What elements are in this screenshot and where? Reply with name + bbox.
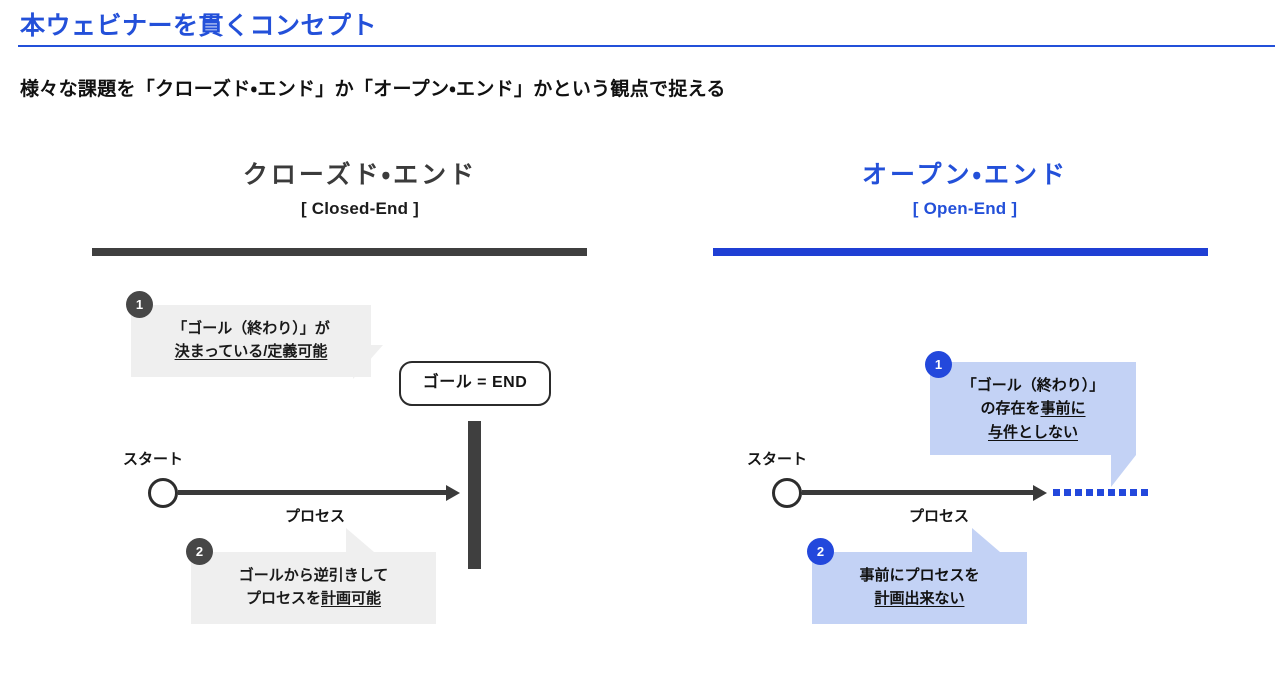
open-dotted-segment <box>1086 489 1093 496</box>
open-process-arrow-line <box>802 490 1035 495</box>
open-callout-2-line-2: 計画出来ない <box>874 590 965 608</box>
page-subtitle: 様々な課題を「クローズド・エンド」か「オープン・エンド」かという観点で捉える <box>20 79 726 100</box>
open-start-label: スタート <box>747 451 808 468</box>
closed-callout-2-line-2: プロセスを計画可能 <box>245 590 382 608</box>
closed-end-heading-jp: クローズド・エンド <box>242 161 478 189</box>
closed-callout-2-badge: 2 <box>186 538 213 565</box>
closed-callout-2-line-1: ゴールから逆引きして <box>238 567 389 584</box>
open-dotted-segment <box>1064 489 1071 496</box>
goal-end-pill: ゴール = END <box>399 361 551 406</box>
closed-callout-1-tail <box>353 345 383 379</box>
open-dotted-segment <box>1130 489 1137 496</box>
open-process-label: プロセス <box>908 508 969 525</box>
closed-callout-2-tail <box>346 528 374 552</box>
open-callout-1-tail <box>1111 455 1136 487</box>
closed-end-divider <box>92 248 587 256</box>
closed-callout-2: ゴールから逆引きして プロセスを計画可能 <box>191 552 436 624</box>
open-start-node <box>772 478 802 508</box>
open-dotted-segment <box>1108 489 1115 496</box>
closed-process-label: プロセス <box>284 508 345 525</box>
closed-end-heading-en: [ Closed-End ] <box>300 199 419 218</box>
open-dotted-segment <box>1053 489 1060 496</box>
open-callout-2-line-1: 事前にプロセスを <box>859 567 980 584</box>
closed-start-node <box>148 478 178 508</box>
open-callout-1-badge: 1 <box>925 351 952 378</box>
closed-end-bar <box>468 421 481 569</box>
open-dotted-segment <box>1097 489 1104 496</box>
closed-start-label: スタート <box>123 451 184 468</box>
closed-callout-1-line-1: 「ゴール（終わり）」が <box>172 320 330 337</box>
open-dotted-segment <box>1075 489 1082 496</box>
closed-callout-1: 「ゴール（終わり）」が 決まっている/定義可能 <box>131 305 371 377</box>
title-divider <box>18 45 1275 47</box>
open-callout-2-badge: 2 <box>807 538 834 565</box>
open-dotted-segment <box>1119 489 1126 496</box>
open-callout-2-tail <box>972 528 1000 552</box>
open-callout-1-line-1: 「ゴール（終わり）」 <box>961 377 1105 394</box>
open-callout-1: 「ゴール（終わり）」 の存在を事前に 与件としない <box>930 362 1136 455</box>
open-process-arrow-head <box>1033 484 1047 501</box>
closed-process-arrow-head <box>446 484 460 501</box>
open-end-heading: オープン・エンド [ Open-End ] <box>720 155 1210 219</box>
open-end-heading-jp: オープン・エンド <box>861 161 1068 189</box>
open-callout-2: 事前にプロセスを 計画出来ない <box>812 552 1027 624</box>
closed-end-heading: クローズド・エンド [ Closed-End ] <box>135 155 585 219</box>
open-end-divider <box>713 248 1208 256</box>
closed-callout-1-line-2: 決まっている/定義可能 <box>174 343 328 361</box>
closed-callout-1-badge: 1 <box>126 291 153 318</box>
page-title: 本ウェビナーを貫くコンセプト <box>20 12 378 40</box>
open-dotted-segment <box>1141 489 1148 496</box>
closed-process-arrow-line <box>178 490 448 495</box>
open-callout-1-line-3: 与件としない <box>987 423 1078 441</box>
open-end-heading-en: [ Open-End ] <box>912 199 1018 218</box>
open-callout-1-line-2: の存在を事前に <box>980 400 1086 418</box>
